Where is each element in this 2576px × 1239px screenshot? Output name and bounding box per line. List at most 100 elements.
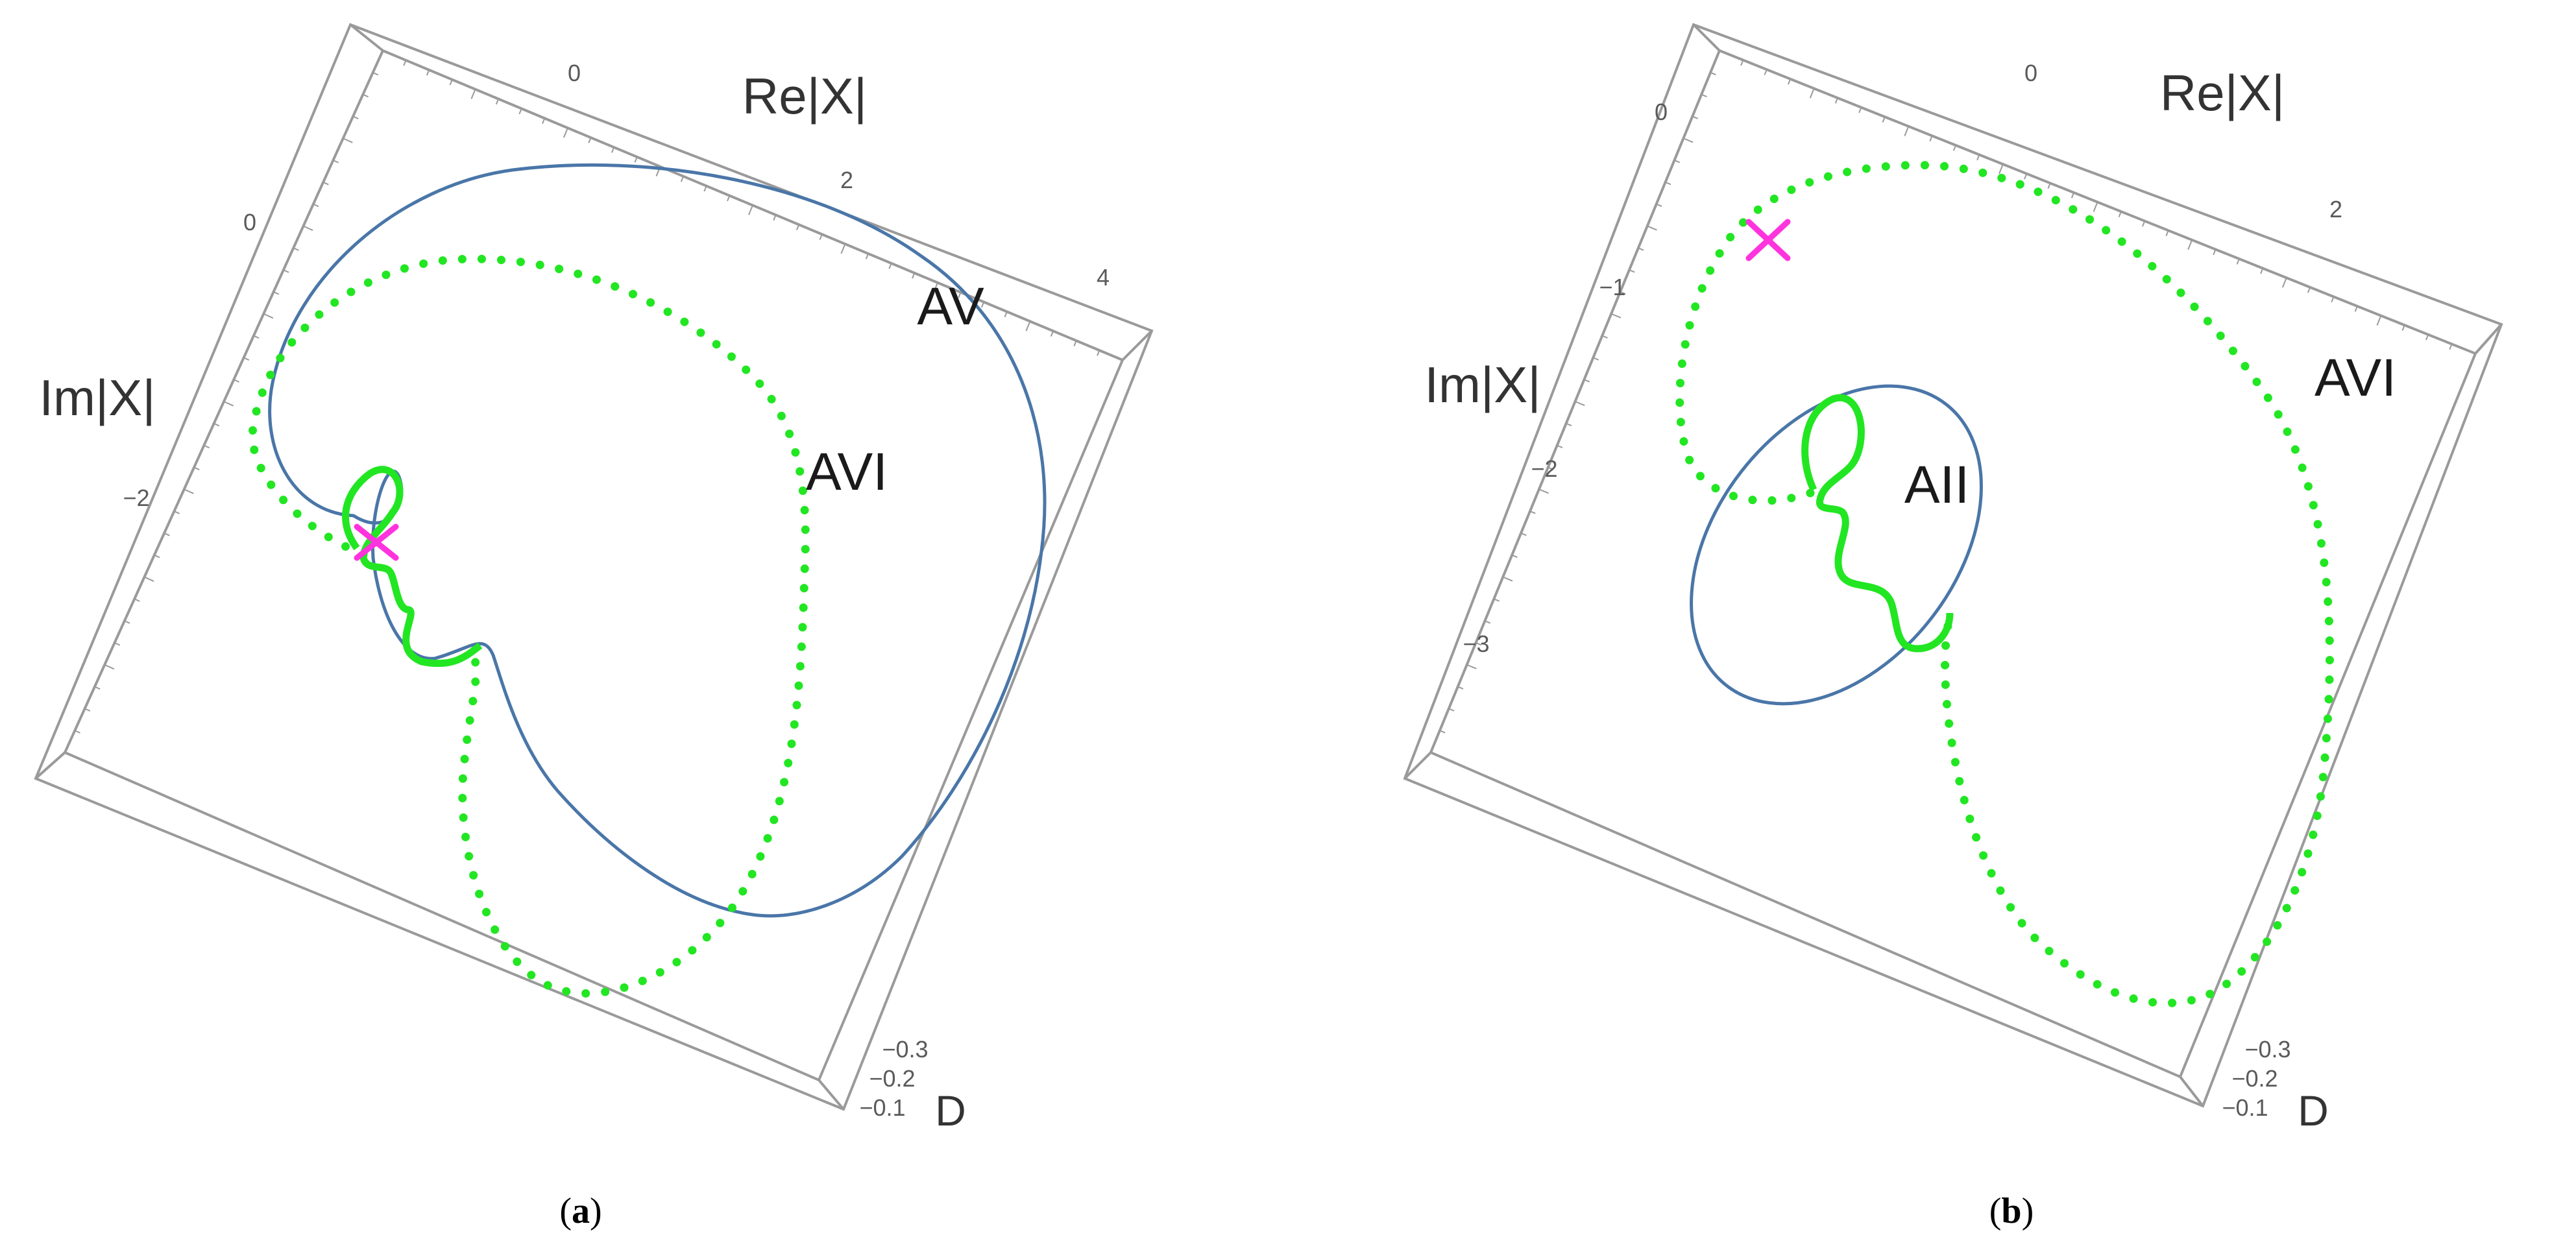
ticks-a-tick-1-12 (263, 313, 274, 319)
ticks-a-tick-1-27 (114, 642, 121, 646)
ticks-a-tick-1-13 (253, 335, 260, 339)
ticks-b-tick-1-22 (1520, 532, 1527, 536)
ticks-a-tick-0-11 (634, 156, 638, 163)
ticks-a-tick-1-21 (174, 511, 180, 514)
panel-a-edge-left (34, 751, 66, 780)
panel-b-caption: (b) (1989, 1191, 2034, 1231)
ticks-a-tick-0-17 (773, 215, 777, 221)
ticks-b-tick-0-16 (2093, 202, 2098, 212)
panel-b-series-label-aii: AII (1904, 455, 1969, 514)
ticks-a-tick-0-25 (958, 292, 962, 298)
ticks-b-tick-1-30 (1448, 708, 1455, 712)
panel-b-x-tick-0: 0 (2024, 60, 2037, 86)
ticks-a-tick-0-6 (518, 108, 522, 115)
ticks-a-tick-1-8 (303, 225, 313, 231)
ticks-b-tick-0-11 (1976, 154, 1980, 161)
panel-a-x-axis-label: Re|X| (742, 67, 867, 125)
ticks-b-tick-1-21 (1529, 511, 1536, 514)
ticks-a-tick-0-31 (1097, 350, 1100, 356)
panel-b-x-tick-1: 2 (2329, 196, 2342, 223)
ticks-a-tick-1-3 (352, 115, 359, 120)
ticks-a-tick-0-5 (495, 99, 500, 105)
ticks-b-tick-0-30 (2425, 334, 2429, 341)
ticks-b-tick-0-20 (2187, 239, 2193, 250)
panel-a-inner-frame (63, 49, 1124, 1082)
ticks-b-tick-0-9 (1929, 135, 1933, 142)
ticks-b-tick-0-25 (2307, 287, 2311, 293)
ticks-a-tick-1-10 (283, 269, 289, 273)
ticks-b-tick-1-2 (1701, 93, 1707, 97)
ticks-b-tick-1-6 (1665, 181, 1671, 186)
ticks-b-tick-1-31 (1439, 730, 1446, 734)
ticks-b-tick-0-4 (1809, 88, 1815, 99)
ticks-a-tick-0-19 (819, 234, 823, 240)
panel-b-box-frame (1403, 23, 2503, 1108)
ticks-b-tick-0-5 (1834, 97, 1838, 104)
ticks-b-tick-0-1 (1740, 60, 1744, 66)
panel-a-z-tick-1: −0.2 (869, 1065, 915, 1092)
ticks-a-tick-0-2 (426, 69, 430, 76)
ticks-b-tick-0-7 (1882, 116, 1886, 123)
ticks-b-tick-0-8 (1904, 126, 1910, 136)
ticks-b-tick-1-18 (1557, 444, 1563, 448)
panel-b-z-tick-2: −0.1 (2222, 1094, 2268, 1121)
ticks-a-tick-1-15 (233, 379, 239, 383)
panel-b-edge-bottom (2179, 1076, 2204, 1107)
ticks-a-tick-1-18 (203, 444, 210, 449)
ticks-b-tick-1-12 (1610, 313, 1622, 319)
ticks-b-tick-1-28 (1466, 664, 1477, 669)
ticks-b-tick-1-4 (1683, 138, 1694, 143)
ticks-a-tick-0-23 (912, 272, 916, 279)
panel-a-edge-bottom (818, 1079, 845, 1111)
ticks-b-tick-1-9 (1638, 247, 1644, 251)
ticks-b-tick-1-29 (1457, 686, 1464, 690)
ticks-a-tick-1-29 (94, 686, 101, 690)
panel-b-marker-cross (1745, 219, 1791, 261)
ticks-b-tick-0-18 (2142, 221, 2146, 227)
ticks-a-tick-1-22 (164, 532, 170, 536)
ticks-b-tick-1-16 (1575, 401, 1585, 407)
panel-a-box-frame (34, 23, 1154, 1111)
ticks-b-tick-1-13 (1601, 335, 1608, 339)
panel-b-y-tick-1: −1 (1599, 274, 1625, 300)
ticks-a-tick-0-20 (840, 243, 846, 254)
ticks-b-tick-0-26 (2331, 296, 2335, 303)
ticks-b-tick-0-17 (2118, 211, 2122, 217)
ticks-a-tick-1-23 (154, 554, 160, 559)
ticks-a-tick-1-6 (322, 181, 329, 186)
ticks-a-tick-0-13 (680, 176, 685, 182)
ticks-a-tick-0-29 (1050, 330, 1054, 337)
ticks-b-tick-1-20 (1538, 488, 1549, 494)
ticks-b-tick-0-3 (1787, 78, 1792, 85)
panel-b-series-label-avi: AVI (2315, 348, 2396, 407)
panel-a-series-avi-dotted (248, 254, 810, 998)
ticks-a-tick-0-8 (563, 127, 568, 138)
ticks-b-tick-0-6 (1858, 107, 1862, 114)
ticks-b-tick-1-23 (1511, 554, 1518, 559)
panel-a-z-axis-label: D (935, 1087, 966, 1135)
ticks-a-tick-1-20 (184, 488, 194, 494)
ticks-b-tick-0-22 (2236, 258, 2240, 265)
panel-a-z-tick-2: −0.1 (859, 1094, 905, 1121)
panel-a-series-label-avi: AVI (806, 442, 888, 501)
panel-a-tick-marks (74, 60, 1100, 734)
ticks-b-tick-1-17 (1566, 422, 1572, 427)
ticks-a-tick-1-31 (74, 730, 80, 734)
panel-b-y-axis-label: Im|X| (1424, 356, 1540, 413)
panel-b: 0 2 0 −1 −2 −3 Re|X| Im|X| −0.3 −0.2 −0.… (1403, 23, 2503, 1231)
ticks-b-tick-0-24 (2281, 277, 2287, 288)
ticks-a-tick-1-7 (313, 203, 319, 208)
panel-b-series-avi-core (1801, 394, 1954, 653)
panel-a: 0 2 4 0 −2 Re|X| Im|X| −0.3 −0.2 −0.1 D … (34, 23, 1154, 1231)
panel-a-marker-cross (354, 523, 399, 561)
panel-a-y-axis-label: Im|X| (39, 369, 155, 426)
ticks-a-tick-1-9 (293, 247, 299, 251)
ticks-b-tick-0-27 (2354, 306, 2358, 312)
ticks-a-tick-1-28 (104, 664, 115, 670)
ticks-a-tick-0-24 (932, 282, 938, 293)
ticks-a-tick-1-25 (134, 598, 140, 602)
ticks-b-tick-1-24 (1502, 576, 1513, 582)
panel-a-edge-top-left (349, 23, 384, 52)
ticks-a-tick-0-18 (796, 224, 800, 230)
ticks-a-tick-1-1 (372, 71, 379, 76)
